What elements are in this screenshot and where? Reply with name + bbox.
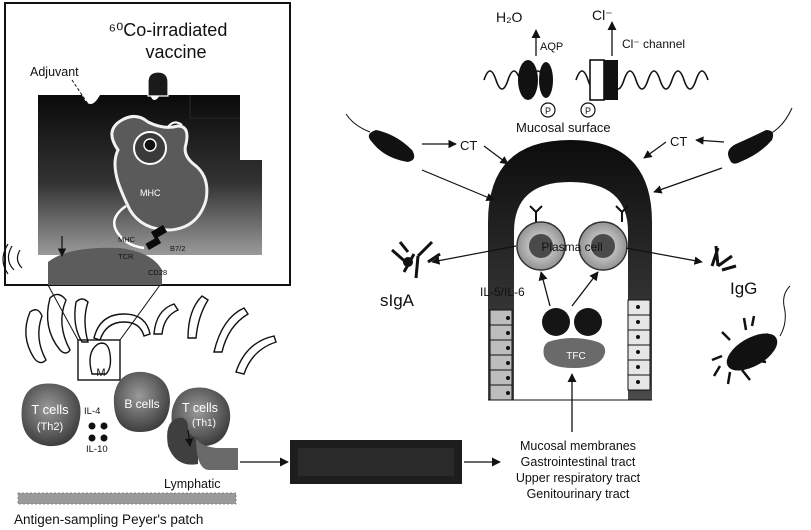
tfc-cell-1 (542, 308, 570, 336)
tfc-label: TFC (566, 351, 585, 362)
antigen-presentation-inset: ⁶⁰Co-irradiated vaccine Adjuvant MHC MHC… (3, 3, 290, 285)
il4-label: IL-4 (84, 406, 100, 417)
mucosal-membranes-list: Mucosal membranes Gastrointestinal tract… (516, 439, 641, 501)
ct-right-label: CT (670, 134, 687, 149)
vaccine-label-line2: vaccine (145, 42, 206, 62)
mucosal-list-item-3: Upper respiratory tract (516, 471, 641, 485)
opsonized-bacterium-icon (712, 286, 790, 384)
igg-icon (712, 246, 736, 270)
mhc-small-label: MHC (118, 235, 136, 244)
m-cell-label: M (96, 367, 105, 379)
lymphatic-label: Lymphatic (164, 477, 221, 491)
vaccine-label-line1: ⁶⁰Co-irradiated (109, 20, 228, 40)
aquaporin-channel (518, 60, 538, 100)
cd28-label: CD28 (148, 268, 167, 277)
mucosal-list-item-2: Gastrointestinal tract (521, 455, 636, 469)
peyers-patch-bar (18, 493, 236, 504)
peyers-patch-label: Antigen-sampling Peyer's patch (14, 512, 203, 527)
h2o-label: H₂O (496, 9, 523, 25)
bacterium-right (728, 130, 773, 164)
il5-il6-label: IL-5/IL-6 (480, 285, 525, 299)
villus-cells-right (628, 300, 650, 390)
phospho-2-label: P (585, 106, 591, 116)
t-cells-th1-label-line2: (Th1) (192, 418, 216, 429)
chloride-channel (590, 60, 604, 100)
t-cells-th2-label-line2: (Th2) (37, 421, 63, 433)
siga-label: sIgA (380, 291, 415, 310)
peyers-patch: M T cells (Th2) B cells T cells (Th1) IL… (14, 285, 288, 527)
igg-label: IgG (730, 279, 757, 298)
bacterium-left (369, 130, 414, 162)
mhc-label: MHC (140, 188, 161, 198)
adjuvant-label: Adjuvant (30, 65, 79, 79)
phospho-1-label: P (545, 106, 551, 116)
siga-icon (392, 242, 440, 278)
tfc-cell-2 (574, 308, 602, 336)
mucosal-surface-label: Mucosal surface (516, 120, 611, 135)
b72-label: B7/2 (170, 244, 185, 253)
t-cells-th1-label-line1: T cells (182, 401, 218, 415)
t-cells-th2-label-line1: T cells (31, 402, 69, 417)
aqp-label: AQP (540, 41, 563, 53)
tcr-label: TCR (118, 252, 134, 261)
cl-label: Cl⁻ (592, 7, 613, 23)
vaccine-particle-icon (148, 72, 168, 96)
mucosal-surface-diagram: P P H₂O Cl⁻ AQP Cl⁻ channel Mucosal surf… (346, 7, 792, 501)
villus-cells-left (490, 310, 512, 400)
b-cells-label: B cells (124, 397, 159, 411)
cl-channel-label: Cl⁻ channel (622, 37, 685, 51)
mucosal-list-item-4: Genitourinary tract (527, 487, 630, 501)
ct-left-label: CT (460, 138, 477, 153)
plasma-cell-label: Plasma cell (541, 240, 602, 254)
il10-label: IL-10 (86, 444, 108, 455)
mucosal-list-item-1: Mucosal membranes (520, 439, 636, 453)
